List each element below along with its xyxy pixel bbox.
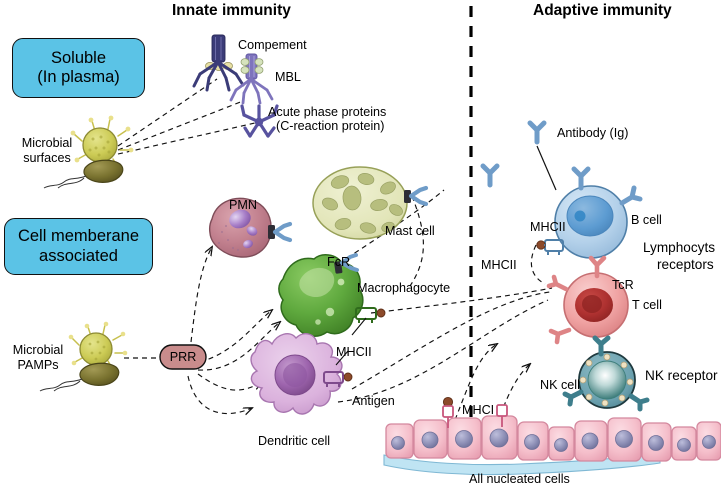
connector-lines-soluble xyxy=(117,78,256,155)
mhc1-molecule-left xyxy=(442,396,454,428)
free-antibody-left xyxy=(480,163,500,188)
label-antigen: Antigen xyxy=(352,394,395,408)
label-fcr: FcR xyxy=(327,255,351,269)
nucleated-cells-layer xyxy=(383,396,721,476)
label-b-cell: B cell xyxy=(631,213,662,227)
label-mhcii-center: MHCII xyxy=(481,258,517,272)
label-acute-phase-proteins: Acute phase proteins xyxy=(268,105,387,119)
label-macrophagocyte: Macrophagocyte xyxy=(357,281,451,295)
label-lymphocyte-receptors-line1: Lymphocyts xyxy=(643,240,716,255)
dendritic-cell xyxy=(250,333,353,415)
acute-phase-protein-molecule xyxy=(240,104,279,138)
label-antibody-ig: Antibody (Ig) xyxy=(557,126,629,140)
label-mhcii-dendritic: MHCII xyxy=(336,345,372,359)
microbial-pamps-graphic xyxy=(39,321,128,392)
label-dendritic-cell: Dendritic cell xyxy=(258,434,331,448)
category-box-soluble-line2: (In plasma) xyxy=(37,68,120,86)
category-box-membrane-line2: associated xyxy=(39,246,118,265)
prr-node xyxy=(159,344,207,370)
category-box-cell-membrane[interactable]: Cell memberane associated xyxy=(4,218,153,275)
label-nk-cell: NK cell xyxy=(540,378,580,392)
label-nk-receptor: NK receptor xyxy=(645,368,718,383)
antibody-ig-molecule xyxy=(527,120,557,191)
heading-adaptive-immunity: Adaptive immunity xyxy=(533,2,672,19)
category-box-soluble[interactable]: Soluble (In plasma) xyxy=(12,38,145,98)
label-microbial-pamps-line1: Microbial xyxy=(12,343,64,357)
label-crp: (C-reaction protein) xyxy=(276,119,385,133)
mhc1-molecule-right xyxy=(496,404,508,427)
microbial-surfaces-graphic xyxy=(43,115,134,189)
label-mhcii-bcell: MHCII xyxy=(530,220,566,234)
label-tcr: TcR xyxy=(612,278,634,292)
macrophagocyte-cell xyxy=(278,253,386,337)
label-complement: Compement xyxy=(238,38,307,52)
label-all-nucleated-cells: All nucleated cells xyxy=(469,472,570,486)
label-mast-cell: Mast cell xyxy=(385,224,435,238)
mast-cell xyxy=(312,166,429,240)
label-microbial-surfaces-line1: Microbial xyxy=(21,136,73,150)
t-cell xyxy=(546,255,629,345)
category-box-soluble-line1: Soluble xyxy=(50,48,107,67)
nk-cell xyxy=(562,335,650,412)
label-microbial-surfaces-line2: surfaces xyxy=(23,151,71,165)
mbl-molecule xyxy=(229,53,274,105)
label-mbl: MBL xyxy=(275,70,301,84)
b-cell xyxy=(536,166,643,259)
label-mhci: MHCI xyxy=(462,403,495,417)
pmn-cell xyxy=(208,197,293,258)
heading-innate-immunity: Innate immunity xyxy=(172,2,291,19)
label-microbial-pamps-line2: PAMPs xyxy=(17,358,59,372)
category-box-membrane-line1: Cell memberane xyxy=(17,227,140,246)
label-prr: PRR xyxy=(169,350,197,364)
label-t-cell: T cell xyxy=(632,298,662,312)
connector-lines-prr xyxy=(124,247,280,414)
complement-molecule xyxy=(192,34,245,92)
label-pmn: PMN xyxy=(229,198,257,212)
label-lymphocyte-receptors-line2: receptors xyxy=(657,257,714,272)
